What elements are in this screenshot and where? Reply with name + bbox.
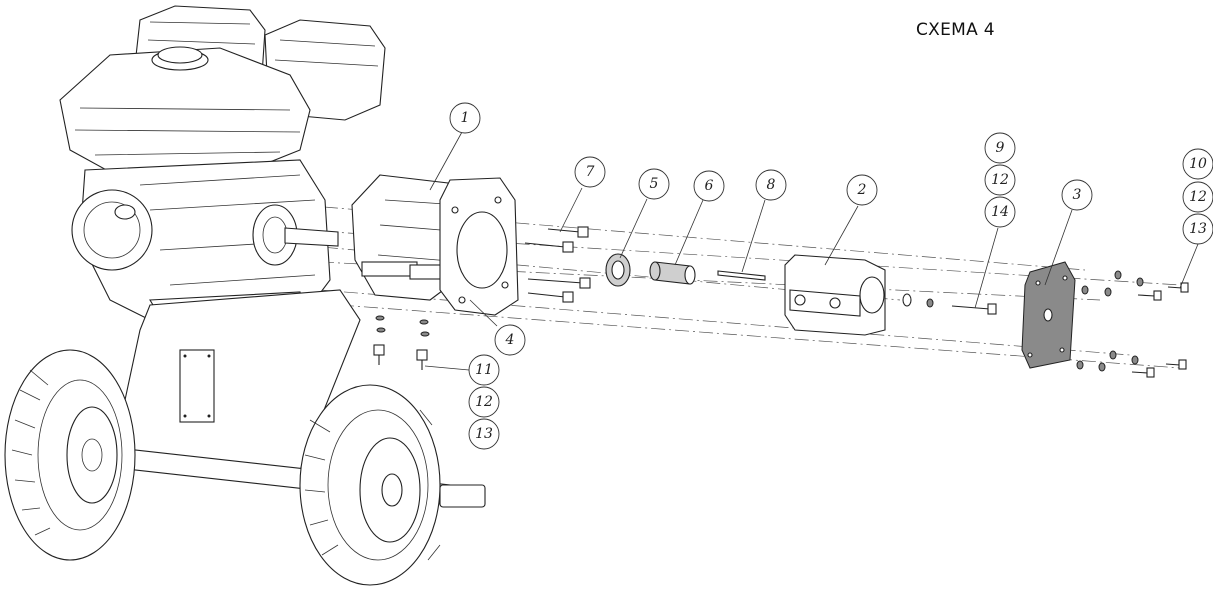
callout-4-label: 4 (505, 332, 515, 348)
callout-12-right-label: 12 (1189, 189, 1207, 205)
leader-lines (424, 131, 1199, 371)
callout-13-right: 13 (1182, 213, 1213, 245)
callout-3: 3 (1061, 179, 1093, 211)
callout-5: 5 (638, 168, 670, 200)
part-4-flange-plate (439, 177, 519, 316)
left-wheel (4, 349, 136, 561)
part-8-key-pin (717, 270, 766, 281)
callout-10: 10 (1182, 148, 1213, 180)
callout-5-label: 5 (650, 176, 659, 192)
right-wheel (299, 384, 441, 586)
callout-6: 6 (693, 170, 725, 202)
callout-11: 11 (468, 354, 500, 386)
part-9-bolt-with-washers (902, 293, 997, 315)
callout-8: 8 (755, 169, 787, 201)
part-5-seal-ring (605, 253, 631, 287)
callout-12-lower: 12 (468, 386, 500, 418)
callout-14: 14 (984, 196, 1016, 228)
callout-1: 1 (449, 102, 481, 134)
callout-13-lower-label: 13 (475, 426, 493, 442)
callout-13-lower: 13 (468, 418, 500, 450)
callout-12-upper-label: 12 (991, 172, 1009, 188)
callout-12-upper: 12 (984, 164, 1016, 196)
callout-9-label: 9 (996, 140, 1005, 156)
callout-9: 9 (984, 132, 1016, 164)
callout-4: 4 (494, 324, 526, 356)
part-3-cover-plate (1021, 261, 1076, 369)
callout-12-right: 12 (1182, 181, 1213, 213)
part-7-bolts (524, 226, 591, 303)
part-10-screws-with-washers (1076, 270, 1189, 378)
callout-7-label: 7 (586, 164, 595, 180)
part-11-screws-with-washers (373, 315, 430, 370)
callout-11-label: 11 (475, 362, 493, 378)
callout-3-label: 3 (1073, 187, 1082, 203)
part-2-coupling-housing (784, 254, 886, 336)
callout-8-label: 8 (767, 177, 776, 193)
part-6-bushing (649, 261, 696, 285)
callout-1-label: 1 (461, 110, 470, 126)
callout-12-lower-label: 12 (475, 394, 493, 410)
callout-7: 7 (574, 156, 606, 188)
diagram-title: СХЕМА 4 (916, 20, 995, 40)
callout-2: 2 (846, 174, 878, 206)
engine (59, 5, 386, 326)
callout-13-right-label: 13 (1189, 221, 1207, 237)
callout-6-label: 6 (705, 178, 714, 194)
callout-14-label: 14 (991, 204, 1009, 220)
callout-2-label: 2 (857, 182, 867, 198)
callout-10-label: 10 (1189, 156, 1207, 172)
